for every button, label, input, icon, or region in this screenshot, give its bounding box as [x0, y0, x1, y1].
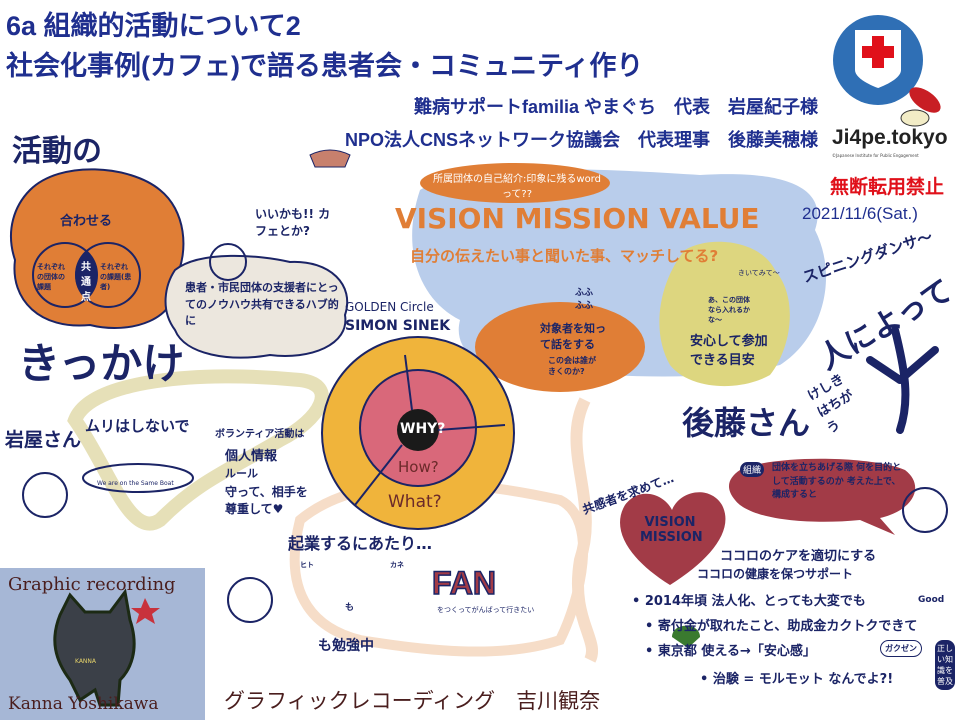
golden-circle-why [397, 409, 439, 451]
why-label: WHY? [400, 421, 446, 437]
org-tag: 組織 [740, 462, 765, 477]
beige-wave [67, 369, 329, 531]
how-label: How? [398, 458, 439, 476]
iwaya-name: 岩屋さん [5, 429, 82, 451]
same-boat-label: We are on the Same Boat [97, 480, 174, 487]
care-line-2: ココロの健康を保つサポート [697, 567, 854, 581]
org-bubble-shape [728, 458, 916, 535]
ginkgo-icon [672, 625, 700, 648]
page-title: 6a 組織的活動について2 [6, 11, 301, 41]
star-icon [131, 598, 160, 624]
venn-overlap [75, 251, 97, 299]
dancer-figure [866, 326, 939, 434]
peach-wave-right [570, 397, 598, 663]
align-label: 合わせる [60, 214, 113, 229]
bullet-text: 治験 = モルモット なんでよ?! [712, 672, 894, 687]
heart-vision-mission: VISION MISSION [640, 515, 703, 545]
respect-label: 守って、相手を尊重して♥ [225, 485, 308, 516]
no-force-label: ムリはしないで [85, 417, 190, 435]
money-label: カネ [390, 561, 404, 569]
bullet-item: • 東京都 使える→「安心感」 [645, 644, 816, 659]
cat-shirt-text: KANNA [75, 658, 97, 665]
speaker-1: 難病サポートfamilia やまぐち 代表 岩屋紀子様 [413, 97, 818, 117]
intro-pill [420, 163, 610, 203]
arrow-down-left [354, 444, 403, 506]
person-goto [902, 487, 948, 533]
good-label: Good [918, 595, 945, 605]
logo-capsule [909, 87, 941, 113]
target-ellipse [475, 302, 645, 392]
no-reuse-warning: 無断転用禁止 [830, 177, 945, 198]
bullet-item: • 2014年頃 法人化、とっても大変でも [632, 594, 866, 609]
listen-label: きいてみて〜 [738, 269, 780, 277]
activity-heading: 活動の [12, 134, 102, 169]
volunteer-label: ボランティア活動は [215, 429, 305, 440]
vision-mission-value: VISION MISSION VALUE [395, 202, 760, 235]
person-thinking [209, 243, 247, 281]
bullet-item: • 寄付金が取れたこと、助成金カクトクできて [645, 619, 918, 634]
target-bubble: この会は誰がきくのか? [548, 356, 596, 376]
bullet-text: 東京都 使える→「安心感」 [657, 644, 816, 659]
venn-center: 共通点 [81, 262, 91, 303]
vision-heart [620, 492, 726, 585]
teacup-icon [309, 149, 351, 168]
goto-name: 後藤さん [682, 404, 811, 442]
people-label: ヒト [300, 561, 314, 569]
rule-label: ルール [225, 467, 258, 480]
join-bubble: あ、この団体なら入れるかな〜 [708, 296, 750, 324]
boat [82, 463, 194, 493]
bullet-item: • 治験 = モルモット なんでよ?! [700, 672, 894, 687]
venn-left: それぞれの団体の課題 [37, 263, 65, 291]
also-label: も [345, 603, 355, 613]
orange-blob [10, 168, 185, 329]
speaker-2: NPO法人CNSネットワーク協議会 代表理事 後藤美穂様 [344, 130, 818, 150]
org-bubble-text: 団体を立ちあげる際 何を目的として活動するのか 考えた上で、構成すると [772, 463, 902, 500]
page-subtitle: 社会化事例(カフェ)で語る患者会・コミュニティ作り [6, 51, 644, 81]
person-recorder [227, 577, 273, 623]
logo-subtitle: ©Japanese Institute for Public Engagemen… [832, 153, 919, 158]
venn-right: それぞれの課題(患者) [100, 263, 132, 291]
safe-participation: 安心して参加できる目安 [690, 334, 768, 368]
correct-knowledge: 正しい知識を普及 [935, 640, 955, 690]
yellow-cloud [659, 241, 790, 387]
venn-circle-left [32, 242, 98, 308]
target-text: 対象者を知って話をする [540, 322, 606, 351]
cream-cloud [164, 254, 349, 359]
fufu-label: ふふふふ [575, 288, 594, 311]
privacy-label: 個人情報 [225, 449, 278, 464]
intro-pill-text: 所属団体の自己紹介:印象に残るwordって?? [433, 174, 601, 200]
credit-box-title: Graphic recording [8, 574, 176, 595]
golden-circle-label: GOLDEN Circle [345, 300, 434, 314]
trigger-label: きっかけ [18, 339, 185, 388]
logo-text: Ji4pe.tokyo [832, 126, 948, 149]
studying-label: も勉強中 [318, 638, 374, 654]
bullet-text: 寄付金が取れたこと、助成金カクトクできて [657, 619, 918, 634]
bullet-text: 2014年頃 法人化、とっても大変でも [644, 594, 866, 609]
gakuzen-bubble: ガクゼン [880, 640, 922, 657]
simon-sinek-label: SIMON SINEK [345, 318, 451, 334]
what-label: What? [388, 492, 442, 512]
arrow-up [404, 354, 413, 411]
cat-illustration [53, 588, 136, 707]
fan-label: FAN [431, 564, 497, 602]
match-question: 自分の伝えたい事と聞いた事、マッチしてる? [410, 247, 719, 265]
credit-caption: グラフィックレコーディング 吉川観奈 [224, 690, 601, 713]
logo-cross-h [862, 46, 894, 58]
credit-box-name: Kanna Yoshikawa [8, 694, 159, 714]
logo-tablet [900, 109, 930, 127]
arrow-right [437, 424, 506, 431]
startup-heading: 起業するにあたり… [288, 534, 433, 553]
cafe-idea: いいかも!! カフェとか? [255, 207, 331, 238]
fan-subtext: をつくってがんばって行きたい [437, 606, 535, 614]
event-date: 2021/11/6(Sat.) [802, 204, 918, 223]
care-line-1: ココロのケアを適切にする [720, 549, 877, 564]
person-iwaya [22, 472, 68, 518]
hub-text: 患者・市民団体の支援者にとってのノウハウ共有できるハブ的に [185, 281, 339, 327]
